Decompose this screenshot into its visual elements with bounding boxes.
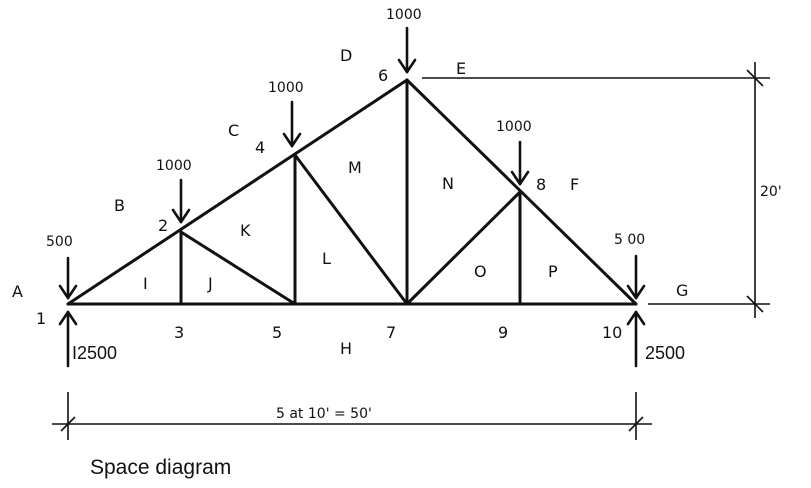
space-label-H: H [340,339,352,358]
load-arrow-joint-4 [282,100,302,148]
space-label-L: L [322,249,331,268]
height-dimension-label: 20' [760,184,782,200]
reaction-arrow-left [58,310,78,368]
span-dimension [52,392,652,440]
reaction-value-left: I2500 [72,343,117,363]
load-arrow-joint-10 [626,254,646,300]
space-label-B: B [114,196,125,215]
space-label-F: F [570,175,579,194]
joint-label-5: 5 [272,323,282,342]
space-label-K: K [240,221,251,240]
load-arrows [58,26,646,300]
diagonal-4-7 [293,153,409,306]
load-value-joint-10: 5 00 [614,232,645,248]
joint-label-9: 9 [498,323,508,342]
space-label-O: O [474,262,487,281]
load-arrow-joint-8 [510,140,530,186]
load-value-joint-2: 1000 [156,158,192,174]
joint-label-6: 6 [378,66,388,85]
space-label-M: M [348,158,362,177]
diagonal-7-8 [405,190,522,306]
load-value-joint-8: 1000 [496,119,532,135]
space-label-J: J [207,274,213,293]
space-label-D: D [340,46,352,65]
diagram-caption: Space diagram [90,456,231,479]
space-label-G: G [676,281,688,300]
joint-label-4: 4 [255,138,265,157]
load-arrow-joint-1 [58,256,78,300]
space-label-I: I [143,274,148,293]
reaction-value-right: 2500 [645,343,685,363]
reaction-arrows [58,310,646,368]
truss-members [66,78,638,306]
reaction-arrow-right [626,310,646,368]
space-label-P: P [548,262,558,281]
top-chord-left [66,78,409,306]
joint-label-7: 7 [386,323,396,342]
joint-label-2: 2 [158,216,168,235]
space-label-A: A [12,282,23,301]
load-value-joint-4: 1000 [268,80,304,96]
joint-label-1: 1 [36,309,46,328]
joint-label-10: 10 [602,323,622,342]
space-label-N: N [442,174,454,193]
space-label-C: C [228,121,239,140]
joint-label-3: 3 [174,323,184,342]
load-arrow-joint-6 [397,26,417,74]
space-label-E: E [456,59,466,78]
load-value-joint-6: 1000 [386,7,422,23]
span-dimension-label: 5 at 10' = 50' [276,406,372,422]
load-arrow-joint-2 [171,178,191,224]
load-value-joint-1: 500 [46,234,73,250]
joint-label-8: 8 [536,175,546,194]
height-dimension [746,62,764,318]
diagonal-2-5 [179,230,297,306]
